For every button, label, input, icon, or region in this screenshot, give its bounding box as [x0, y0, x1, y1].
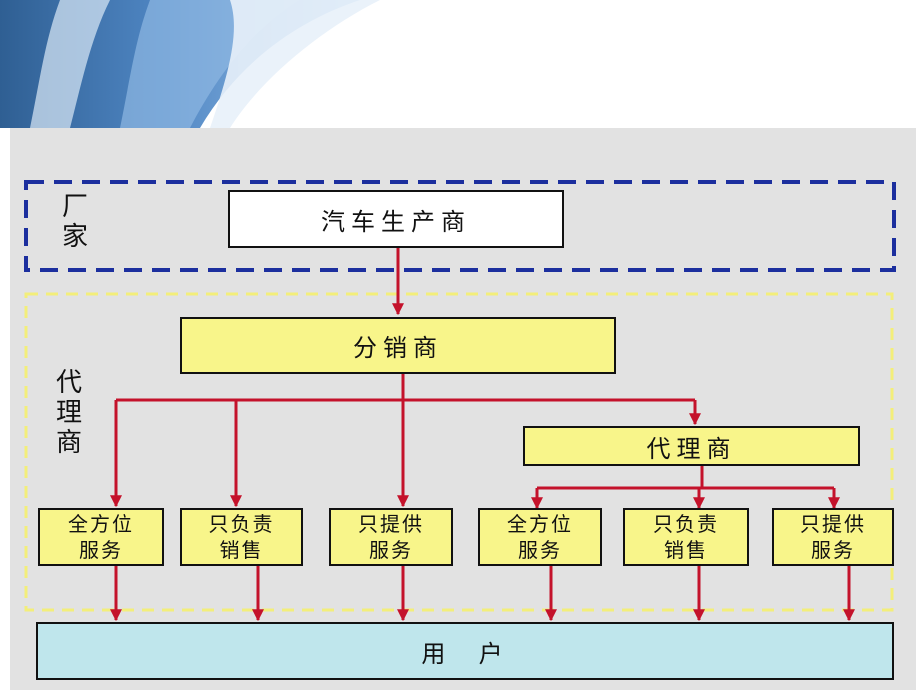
leaf-node-3: 只提供 服务: [329, 508, 453, 566]
leaf-node-4: 全方位 服务: [478, 508, 602, 566]
user-node: 用 户: [36, 622, 894, 680]
leaf-node-5: 只负责 销售: [623, 508, 749, 566]
leaf-node-6: 只提供 服务: [772, 508, 894, 566]
leaf-node-1: 全方位 服务: [38, 508, 164, 566]
factory-group-border: [24, 180, 896, 272]
agent-group-label: 代 理 商: [56, 368, 85, 458]
agent-node: 代理商: [523, 426, 860, 466]
leaf-node-2: 只负责 销售: [180, 508, 303, 566]
header-decoration: [0, 0, 920, 128]
manufacturer-node: 汽车生产商: [228, 190, 564, 248]
distributor-node: 分销商: [180, 317, 616, 374]
factory-group-label: 厂 家: [62, 192, 91, 252]
agent-group-border: [24, 292, 894, 612]
